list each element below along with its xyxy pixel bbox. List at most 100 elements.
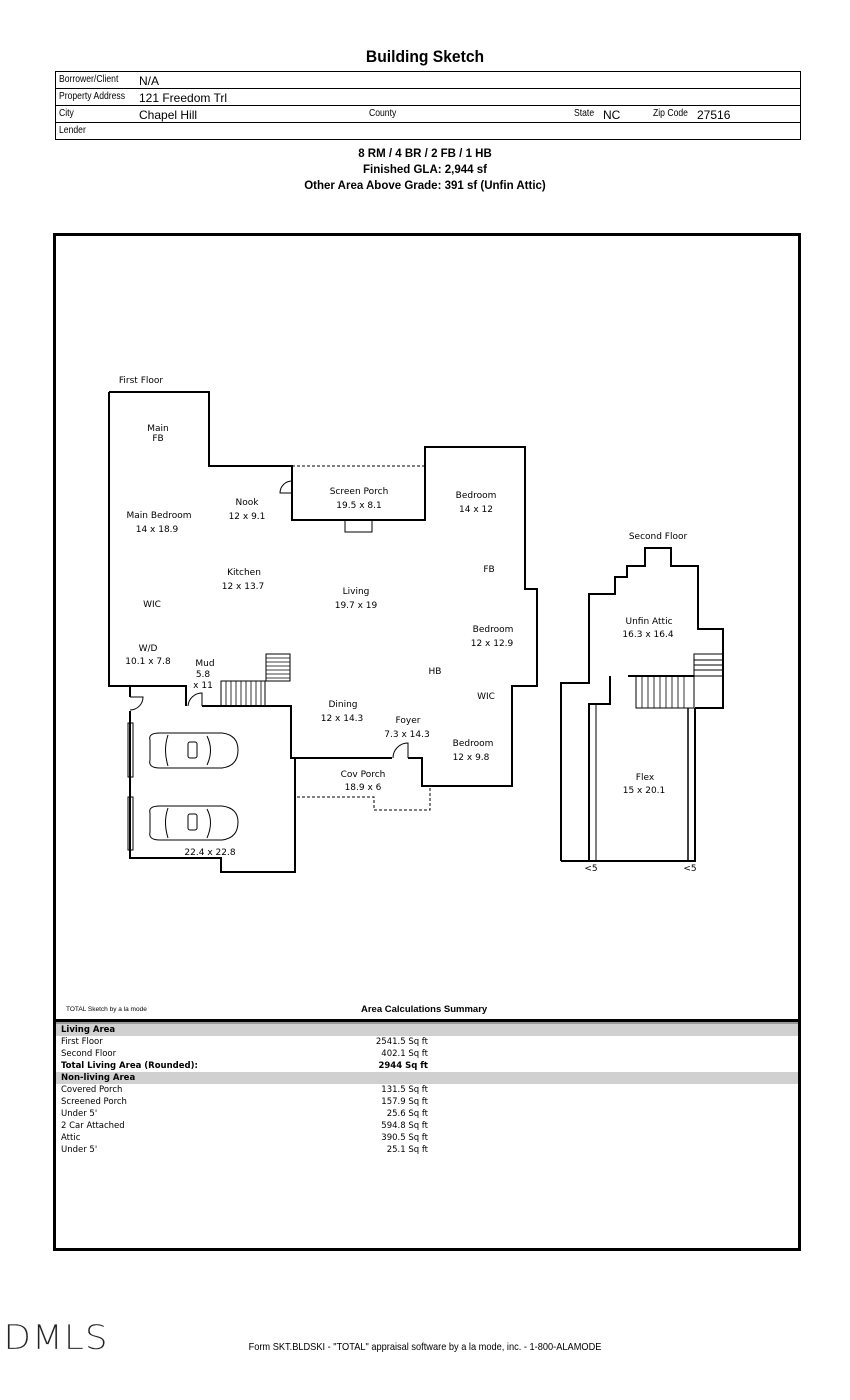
car-icon [149, 732, 239, 841]
city-row: City Chapel Hill County State NC Zip Cod… [56, 106, 800, 123]
county-label: County [369, 107, 397, 119]
table-row: Second Floor 402.1 Sq ft [56, 1048, 798, 1060]
borrower-row: Borrower/Client N/A [56, 72, 800, 89]
page-title: Building Sketch [365, 47, 485, 66]
room-main-fb-type: FB [152, 434, 163, 444]
nonliving-area-header: Non-living Area [56, 1072, 798, 1084]
divider [56, 1019, 798, 1022]
under-5-right-label: <5 [683, 864, 696, 874]
address-label: Property Address [59, 90, 126, 102]
borrower-value: N/A [139, 74, 160, 88]
room-foyer: Foyer [396, 716, 421, 726]
row-label: Screened Porch [61, 1097, 127, 1107]
lender-label: Lender [59, 124, 86, 136]
other-area: Other Area Above Grade: 391 sf (Unfin At… [304, 180, 546, 192]
city-value: Chapel Hill [139, 108, 198, 122]
total-label: Total Living Area (Rounded): [61, 1061, 198, 1071]
table-row: Covered Porch 131.5 Sq ft [56, 1084, 798, 1096]
room-kitchen-dims: 12 x 13.7 [222, 582, 265, 592]
room-dining: Dining [328, 700, 357, 710]
room-mud-dims-1: 5.8 [196, 670, 211, 680]
room-bedroom-3-dims: 12 x 9.8 [453, 753, 490, 763]
room-wic-1: WIC [143, 600, 161, 610]
floor-plan-sketch: First Floor Main FB Main Bedroom 14 x 18… [108, 376, 724, 874]
room-bedroom-2-dims: 12 x 12.9 [471, 639, 514, 649]
row-value: 402.1 Sq ft [381, 1049, 428, 1059]
form-footer: Form SKT.BLDSKI - "TOTAL" appraisal soft… [248, 1341, 602, 1353]
room-nook: Nook [236, 498, 260, 508]
room-bedroom-3: Bedroom [453, 739, 494, 749]
table-row: Under 5' 25.1 Sq ft [56, 1144, 798, 1156]
room-nook-dims: 12 x 9.1 [229, 512, 266, 522]
zip-value: 27516 [697, 108, 731, 122]
row-value: 25.1 Sq ft [386, 1145, 428, 1155]
second-floor-label: Second Floor [629, 532, 688, 542]
lender-row: Lender [56, 123, 800, 139]
row-value: 390.5 Sq ft [381, 1133, 428, 1143]
under-5-left-label: <5 [584, 864, 597, 874]
room-summary: 8 RM / 4 BR / 2 FB / 1 HB Finished GLA: … [0, 146, 850, 194]
room-bedroom-2: Bedroom [473, 625, 514, 635]
row-label: Attic [61, 1133, 81, 1143]
table-row: 2 Car Attached 594.8 Sq ft [56, 1120, 798, 1132]
row-label: Under 5' [61, 1145, 98, 1155]
state-label: State [574, 107, 595, 119]
room-wd-dims: 10.1 x 7.8 [125, 657, 171, 667]
table-row: Attic 390.5 Sq ft [56, 1132, 798, 1144]
room-flex: Flex [636, 773, 655, 783]
row-value: 131.5 Sq ft [381, 1085, 428, 1095]
city-label: City [59, 107, 74, 119]
room-wic-2: WIC [477, 692, 495, 702]
row-value: 157.9 Sq ft [381, 1097, 428, 1107]
row-label: Second Floor [61, 1049, 117, 1059]
room-kitchen: Kitchen [227, 568, 261, 578]
row-value: 2541.5 Sq ft [375, 1037, 428, 1047]
room-foyer-dims: 7.3 x 14.3 [384, 730, 429, 740]
room-hb: HB [429, 667, 442, 677]
room-living-dims: 19.7 x 19 [335, 601, 378, 611]
state-value: NC [603, 108, 621, 122]
total-value: 2944 Sq ft [378, 1061, 428, 1071]
dmls-logo: DMLS [3, 1318, 109, 1358]
room-cov-porch: Cov Porch [341, 770, 386, 780]
room-living: Living [343, 587, 370, 597]
sketch-credit: TOTAL Sketch by a la mode [66, 1006, 147, 1013]
room-screen-porch-dims: 19.5 x 8.1 [336, 501, 381, 511]
room-bedroom-1: Bedroom [456, 491, 497, 501]
row-value: 25.6 Sq ft [386, 1109, 428, 1119]
room-wd: W/D [139, 644, 158, 654]
table-row: First Floor 2541.5 Sq ft [56, 1036, 798, 1048]
room-unfin-attic-dims: 16.3 x 16.4 [622, 630, 673, 640]
row-label: Covered Porch [61, 1085, 123, 1095]
room-flex-dims: 15 x 20.1 [623, 786, 666, 796]
living-area-header: Living Area [56, 1024, 798, 1036]
property-info-table: Borrower/Client N/A Property Address 121… [55, 71, 801, 140]
row-label: 2 Car Attached [61, 1121, 125, 1131]
room-fb: FB [483, 565, 494, 575]
room-garage-dims: 22.4 x 22.8 [184, 848, 235, 858]
area-calc-table: Living Area First Floor 2541.5 Sq ft Sec… [56, 1024, 798, 1156]
room-count: 8 RM / 4 BR / 2 FB / 1 HB [358, 148, 492, 160]
room-main-bedroom-dims: 14 x 18.9 [136, 525, 179, 535]
room-unfin-attic: Unfin Attic [625, 617, 672, 627]
room-main-bedroom: Main Bedroom [126, 511, 191, 521]
area-calc-title: Area Calculations Summary [361, 1004, 488, 1015]
first-floor-label: First Floor [119, 376, 163, 386]
room-cov-porch-dims: 18.9 x 6 [345, 783, 382, 793]
room-dining-dims: 12 x 14.3 [321, 714, 364, 724]
row-value: 594.8 Sq ft [381, 1121, 428, 1131]
row-label: Under 5' [61, 1109, 98, 1119]
total-row: Total Living Area (Rounded): 2944 Sq ft [56, 1060, 798, 1072]
finished-gla: Finished GLA: 2,944 sf [363, 164, 487, 176]
room-mud-dims-2: x 11 [193, 681, 213, 691]
divider [56, 1022, 798, 1024]
room-bedroom-1-dims: 14 x 12 [459, 505, 493, 515]
room-main-fb: Main [147, 424, 169, 434]
zip-label: Zip Code [653, 107, 688, 119]
room-mud: Mud [195, 659, 214, 669]
sketch-frame: First Floor Main FB Main Bedroom 14 x 18… [53, 233, 801, 1251]
room-screen-porch: Screen Porch [330, 487, 389, 497]
address-row: Property Address 121 Freedom Trl [56, 89, 800, 106]
row-label: First Floor [61, 1037, 103, 1047]
borrower-label: Borrower/Client [59, 73, 119, 85]
